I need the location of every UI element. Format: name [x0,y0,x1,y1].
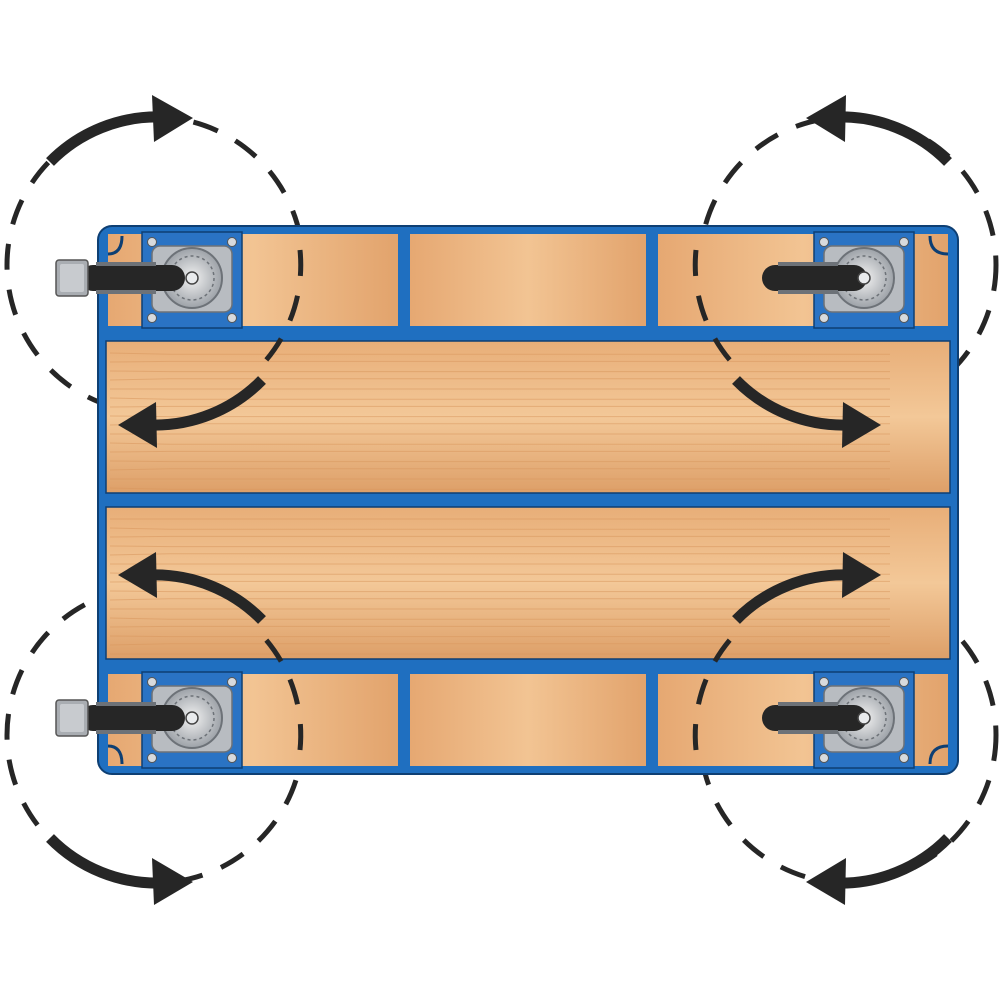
deck-top-middle [410,234,646,326]
bolt [147,677,157,687]
caster-bottom-right [762,671,915,769]
corner-notch-bottom-right [928,744,949,765]
arrow-bottom-right-upper [732,569,849,624]
arrow-bottom-left-lower [46,834,163,889]
arrow-top-left-lower [149,376,266,431]
rotation-arrows [46,95,952,905]
bolt [899,753,909,763]
deck-bottom-middle [410,674,646,766]
caster-kingpin [857,271,871,285]
arrow-bottom-right-lower [835,834,952,889]
deck-outlines [105,340,951,660]
corner-notch-top-left [107,235,124,256]
caster-top-left [55,231,243,329]
bolt [899,237,909,247]
bolt [899,677,909,687]
bolt [819,753,829,763]
bolt [227,313,237,323]
bolt [227,753,237,763]
bolt [819,237,829,247]
bolt [227,677,237,687]
casters [55,231,915,769]
bolt [819,313,829,323]
caster-kingpin [185,711,199,725]
caster-bottom-left [55,671,243,769]
bolt [147,313,157,323]
caster-top-right [762,231,915,329]
caster-wheel [762,265,867,291]
bolt [147,753,157,763]
arrow-top-right-upper [835,111,952,166]
arrow-top-left-upper [46,111,163,166]
bolt [819,677,829,687]
wood-grain [109,352,890,655]
caster-wheel [80,705,185,731]
swivel-path-front [253,249,743,751]
arrow-top-right-lower [732,376,849,431]
bolt [899,313,909,323]
corner-notch-bottom-left [107,744,124,765]
caster-wheel [80,265,185,291]
caster-kingpin [185,271,199,285]
corner-notch-top-right [928,235,949,256]
bolt [147,237,157,247]
arrow-bottom-left-upper [149,569,266,624]
caster-kingpin [857,711,871,725]
caster-wheel [762,705,867,731]
bolt [227,237,237,247]
